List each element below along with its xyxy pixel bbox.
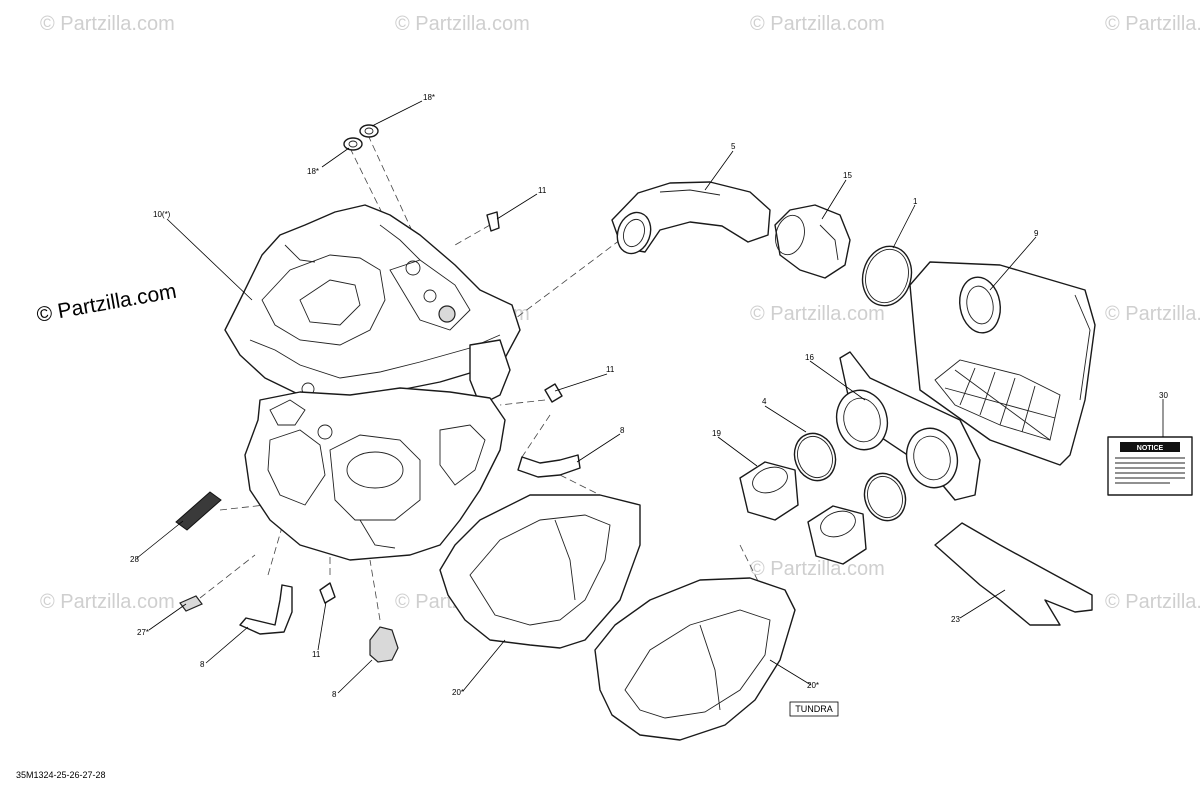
diagram-reference-code: 35M1324-25-26-27-28 xyxy=(16,770,106,780)
callout-23: 23 xyxy=(951,615,960,624)
callout-11: 11 xyxy=(606,365,615,374)
coupler-19 xyxy=(739,461,867,565)
callout-labels: 18* 18* 11 10(*) 5 15 1 9 16 11 4 8 19 3… xyxy=(130,93,1168,699)
airbox-upper-frame-10 xyxy=(224,204,521,406)
callout-20: 20* xyxy=(452,688,464,697)
callout-16: 16 xyxy=(805,353,814,362)
pad-23 xyxy=(934,522,1093,626)
tag-27 xyxy=(179,595,203,612)
watermark: © Partzilla.com xyxy=(40,591,175,613)
callout-28: 28 xyxy=(130,555,139,564)
watermark: © Partzilla.com xyxy=(750,303,885,325)
callout-8: 8 xyxy=(620,426,625,435)
grommet-18 xyxy=(343,124,379,151)
air-filter-20 xyxy=(439,494,641,649)
callout-9: 9 xyxy=(1034,229,1039,238)
notice-label-30: NOTICE xyxy=(1107,436,1193,496)
watermark: © Partzilla.com xyxy=(1105,13,1200,35)
leader-lines xyxy=(136,100,1164,694)
watermark: © Partzilla.com xyxy=(750,558,885,580)
airbox-housing-lower xyxy=(244,387,506,561)
callout-5: 5 xyxy=(731,142,736,151)
notice-title: NOTICE xyxy=(1137,445,1164,452)
callout-11: 11 xyxy=(538,186,547,195)
watermark: © Partzilla.com xyxy=(1105,303,1200,325)
watermark: © Partzilla.com xyxy=(40,13,175,35)
callout-18: 18* xyxy=(423,93,435,102)
inlet-bracket-16 xyxy=(835,351,981,501)
callout-19: 19 xyxy=(712,429,721,438)
tundra-label-box: TUNDRA xyxy=(789,701,839,717)
adaptor-15 xyxy=(774,204,851,279)
watermark: © Partzilla.com xyxy=(1105,591,1200,613)
callout-1: 1 xyxy=(913,197,918,206)
callout-15: 15 xyxy=(843,171,852,180)
strap-8 xyxy=(239,454,581,663)
watermark: © Partzilla.com xyxy=(750,13,885,35)
callout-8: 8 xyxy=(332,690,337,699)
callout-11: 11 xyxy=(312,650,321,659)
watermark: © Partzilla.com xyxy=(395,13,530,35)
callout-18: 18* xyxy=(307,167,319,176)
clip-11 xyxy=(319,211,563,604)
callout-30: 30 xyxy=(1159,391,1168,400)
callout-20: 20* xyxy=(807,681,819,690)
clamp-4 xyxy=(793,432,907,522)
callout-4: 4 xyxy=(762,397,767,406)
intake-hose-5 xyxy=(611,181,771,255)
o-ring-1 xyxy=(861,245,913,307)
callout-10: 10(*) xyxy=(153,210,171,219)
copyright-text: © Partzilla.com xyxy=(35,280,178,327)
air-filter-20 xyxy=(594,577,796,741)
callout-27: 27* xyxy=(137,628,149,637)
airbox-cover-9 xyxy=(909,261,1096,466)
decal-28 xyxy=(175,491,222,531)
tundra-label: TUNDRA xyxy=(795,704,833,714)
callout-8: 8 xyxy=(200,660,205,669)
